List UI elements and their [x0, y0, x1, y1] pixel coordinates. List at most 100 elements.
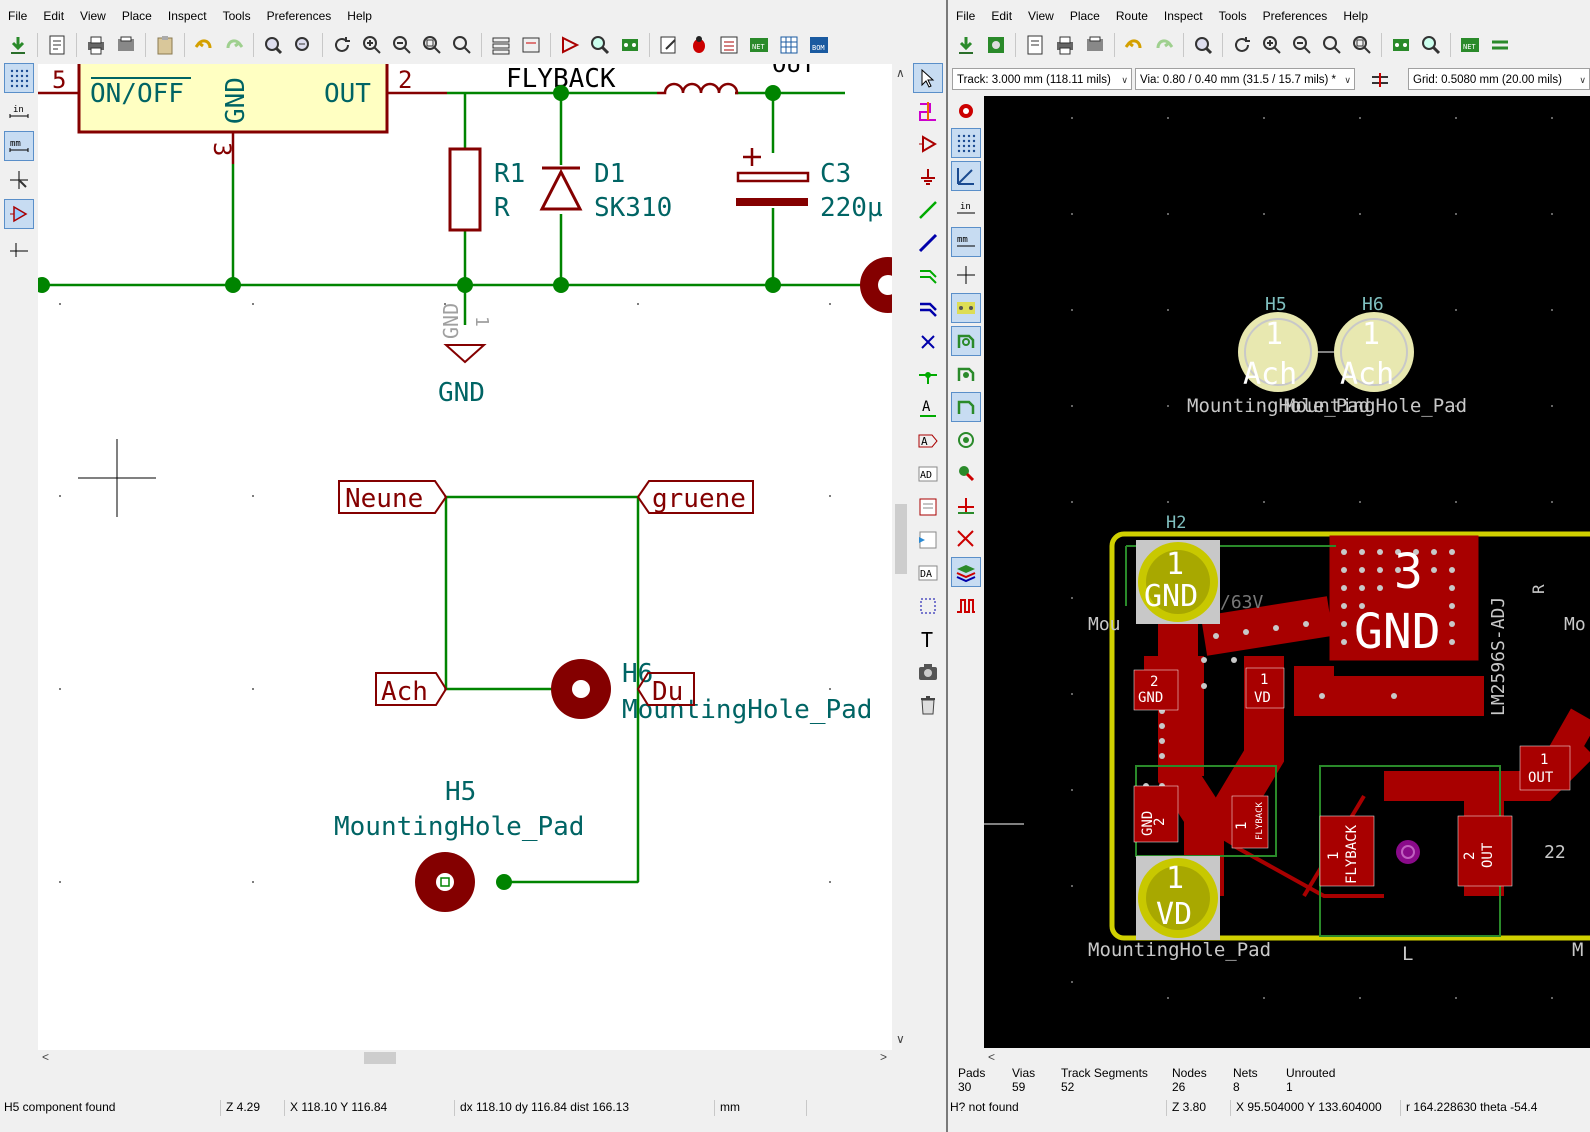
units-inch-icon[interactable]: in [5, 98, 33, 126]
print-button[interactable] [82, 31, 110, 59]
layers-manager-icon[interactable] [951, 557, 981, 587]
regulator-symbol[interactable]: 5 ON/OFF GND OUT 2 3 [38, 64, 447, 164]
plot-button[interactable] [112, 31, 140, 59]
add-hier-sheet-icon[interactable] [914, 493, 942, 521]
symbol-browser-button[interactable] [586, 31, 614, 59]
pcb-h6-footprint[interactable]: H6 1 Ach [1334, 294, 1414, 392]
page-settings-button[interactable] [1021, 31, 1049, 59]
global-label-du[interactable]: Du [636, 672, 695, 707]
show-local-ratsnest-icon[interactable] [952, 525, 980, 553]
connector-partial[interactable] [860, 257, 892, 313]
add-sheet-pin-icon[interactable]: DA [914, 559, 942, 587]
window-divider[interactable] [946, 0, 948, 1132]
add-junction-icon[interactable] [914, 361, 942, 389]
hierarchy-navigator-button[interactable] [487, 31, 515, 59]
save-button[interactable] [4, 31, 32, 59]
grid-toggle-icon[interactable] [951, 128, 981, 158]
global-label-neune[interactable]: Neune [338, 480, 448, 514]
board-setup-button[interactable] [982, 31, 1010, 59]
no-connect-icon[interactable] [914, 328, 942, 356]
footprint-editor-button[interactable] [1387, 31, 1415, 59]
r1-resistor[interactable]: R1 R [448, 147, 525, 232]
grid-size-select[interactable]: Grid: 0.5080 mm (20.00 mils)∨ [1408, 68, 1590, 90]
units-inch-icon[interactable]: in [952, 195, 980, 223]
zoom-objects-button[interactable] [448, 31, 476, 59]
menu-file[interactable]: File [8, 9, 28, 23]
add-image-icon[interactable] [914, 658, 942, 686]
footprint-editor-button[interactable] [616, 31, 644, 59]
zoom-selection-button[interactable] [1348, 31, 1376, 59]
add-bus-bus-entry-icon[interactable] [914, 295, 942, 323]
leave-sheet-button[interactable] [517, 31, 545, 59]
redo-button[interactable] [220, 31, 248, 59]
save-button[interactable] [952, 31, 980, 59]
highlight-net-icon[interactable] [914, 97, 942, 125]
symbol-editor-button[interactable] [556, 31, 584, 59]
hidden-pins-icon[interactable] [4, 199, 34, 229]
menu-edit[interactable]: Edit [43, 9, 65, 23]
add-power-icon[interactable] [914, 163, 942, 191]
menu-route[interactable]: Route [1115, 9, 1148, 23]
pcb-pad-flyback-large[interactable]: 1 FLYBACK [1319, 815, 1375, 887]
find-button[interactable] [1189, 31, 1217, 59]
plot-button[interactable] [1081, 31, 1109, 59]
pcb-pad-gnd-vertical[interactable]: 2 GND [1133, 785, 1179, 843]
pcb-h5-footprint[interactable]: H5 1 Ach [1238, 294, 1318, 392]
schematic-canvas[interactable]: 5 ON/OFF GND OUT 2 3 [38, 64, 892, 1050]
undo-button[interactable] [1120, 31, 1148, 59]
pcb-vd-mounting-hole[interactable]: 1 VD [1136, 856, 1220, 940]
pcb-canvas[interactable]: H5 1 Ach H6 1 Ach MountingHole_Pad Mount… [984, 96, 1590, 1048]
polar-coords-icon[interactable] [951, 161, 981, 191]
menu-preferences[interactable]: Preferences [1262, 9, 1328, 23]
add-graphic-line-icon[interactable] [914, 592, 942, 620]
menu-place[interactable]: Place [121, 9, 152, 23]
cursor-shape-icon[interactable] [5, 166, 33, 194]
ratsnest-icon[interactable] [951, 293, 981, 323]
zoom-out-button[interactable] [388, 31, 416, 59]
add-net-label-icon[interactable]: A [914, 394, 942, 422]
add-global-label-icon[interactable]: A [914, 427, 942, 455]
schematic-vertical-scrollbar[interactable]: ∧∨ [893, 64, 909, 1050]
menu-tools[interactable]: Tools [1218, 9, 1247, 23]
units-mm-icon[interactable]: mm [951, 227, 981, 257]
auto-track-width-icon[interactable] [1366, 66, 1394, 94]
menu-edit[interactable]: Edit [991, 9, 1013, 23]
pcb-pad-out-small[interactable]: 1 OUT [1519, 745, 1571, 791]
find-button[interactable] [259, 31, 287, 59]
menu-help[interactable]: Help [1343, 9, 1368, 23]
gnd-power-symbol[interactable]: GND 1 GND [438, 303, 492, 408]
bom-button[interactable]: BOM [805, 31, 833, 59]
show-zones-icon[interactable] [952, 426, 980, 454]
menu-tools[interactable]: Tools [222, 9, 251, 23]
menu-inspect[interactable]: Inspect [1163, 9, 1203, 23]
units-mm-icon[interactable]: mm [4, 131, 34, 161]
add-wire-bus-entry-icon[interactable] [914, 262, 942, 290]
select-tool-icon[interactable] [913, 63, 943, 93]
global-label-ach[interactable]: Ach [375, 672, 448, 707]
net-highlight-icon[interactable] [952, 492, 980, 520]
add-symbol-icon[interactable] [914, 130, 942, 158]
pcb-pad-gnd-2[interactable]: 2 GND [1133, 669, 1179, 711]
add-hier-label-icon[interactable]: AD [914, 460, 942, 488]
netlist-button[interactable]: NET [745, 31, 773, 59]
netlist-button[interactable]: NET [1456, 31, 1484, 59]
microwave-tools-icon[interactable] [952, 591, 980, 619]
c3-capacitor[interactable]: C3 220µ [736, 148, 883, 223]
pcb-pad-out-large[interactable]: 2 OUT [1457, 815, 1513, 887]
layer-pair-button[interactable] [1486, 31, 1514, 59]
refresh-icon[interactable] [1228, 31, 1256, 59]
cursor-shape-icon[interactable] [952, 261, 980, 289]
add-wire-icon[interactable] [914, 196, 942, 224]
zoom-fit-button[interactable] [418, 31, 446, 59]
delete-icon[interactable] [914, 691, 942, 719]
menu-preferences[interactable]: Preferences [266, 9, 332, 23]
pcb-pad-vd-1[interactable]: 1 VD [1245, 667, 1285, 709]
d1-diode[interactable]: D1 SK310 [539, 159, 672, 223]
undo-button[interactable] [190, 31, 218, 59]
show-vias-outline-icon[interactable] [952, 360, 980, 388]
show-zone-fill-icon[interactable] [952, 459, 980, 487]
zoom-out-button[interactable] [1288, 31, 1316, 59]
bus-entry-angle-icon[interactable] [5, 234, 33, 262]
print-button[interactable] [1051, 31, 1079, 59]
import-sheet-pin-icon[interactable] [914, 526, 942, 554]
